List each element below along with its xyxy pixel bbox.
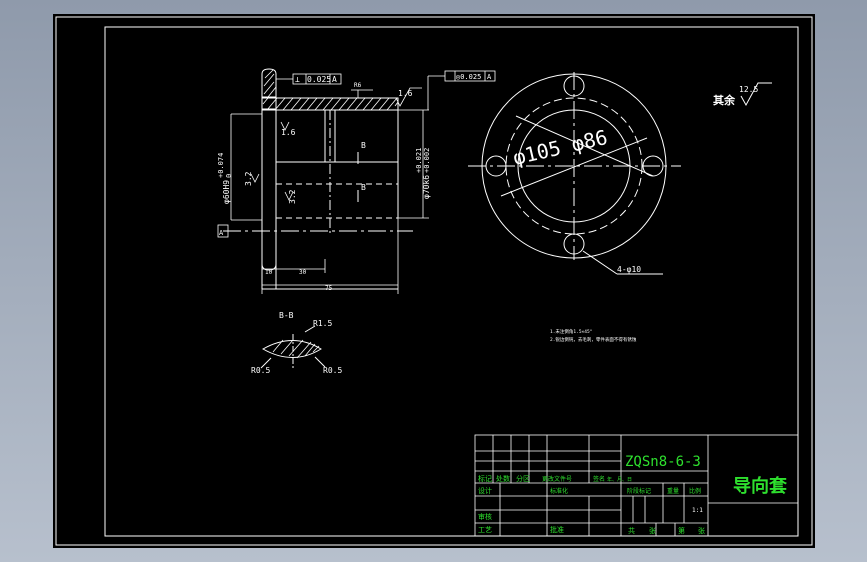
dim-10: 10 [265,269,273,276]
roughness-other-label: 其余 [713,93,736,107]
dim-105: φ105 [511,136,563,170]
r15-label: R1.5 [313,319,332,328]
tb-change-doc: 更改文件号 [542,475,572,483]
dim-od-tol: +0.021 [415,148,423,173]
circularity-value: ◎0.025 [456,73,481,81]
tb-scale-label: 比例 [689,487,701,495]
flatness-datum: A [332,75,337,84]
roughness-face: 3.2 [244,171,253,186]
cad-drawing: ⊥ 0.025 A R6 ◎0.025 A 1.6 1.6 B B A 10 3… [55,16,813,546]
tb-page: 第 [678,526,685,535]
note-1: 1.未注倒角1.5×45° [550,328,593,335]
section-marker-bottom: B [361,183,366,192]
drawing-sheet: ⊥ 0.025 A R6 ◎0.025 A 1.6 1.6 B B A 10 3… [53,14,815,548]
note-2: 2.锐边倒钝，去毛刺，零件表面不得有锈蚀 [550,336,637,343]
tb-check: 审核 [478,512,492,521]
section-bb: B-B R1.5 R0.5 R0.5 [251,311,342,375]
dim-od-tol2: +0.002 [423,148,431,173]
front-labels: ⊥ 0.025 A R6 ◎0.025 A 1.6 1.6 B B A 10 3… [217,73,492,292]
tb-process: 工艺 [478,526,492,534]
roughness-top: 1.6 [398,89,413,98]
tech-notes: 1.未注倒角1.5×45° 2.锐边倒钝，去毛刺，零件表面不得有锈蚀 [550,328,637,343]
dim-bore-tol2: 0 [225,174,233,178]
dim-86: φ86 [569,125,610,157]
tb-date: 年、月、日 [607,476,632,483]
tb-count: 处数 [496,474,510,483]
tb-material: ZQSn8-6-3 [625,454,701,470]
r05-right-label: R0.5 [323,366,342,375]
roughness-other-value: 12.5 [739,85,758,94]
tb-sheets: 共 [628,526,635,535]
tb-part-name: 导向套 [733,475,787,497]
dim-75: 75 [325,285,333,292]
tb-standard: 标准化 [550,487,568,495]
roughness-bore: 1.6 [281,128,296,137]
title-block [474,434,799,537]
inner-frame [104,26,799,537]
tb-design: 设计 [478,486,492,495]
roughness-outer: 3.2 [288,189,297,204]
section-title: B-B [279,311,294,320]
tb-approve: 批准 [550,525,564,534]
tb-mark: 标记 [478,474,492,483]
tb-weight: 重量 [667,487,679,495]
roughness-other: 其余 12.5 [713,82,772,107]
side-labels: φ105 φ86 4-φ10 [511,125,642,274]
circularity-datum: A [487,73,492,81]
title-block-text: 标记 处数 分区 更改文件号 签名 年、月、日 设计 标准化 阶段标记 重量 比… [478,454,787,535]
tb-page-unit: 张 [698,526,705,535]
flatness-symbol: ⊥ [295,75,300,84]
dim-30: 30 [299,269,307,276]
tb-signature: 签名 [593,475,605,483]
r05-left-label: R0.5 [251,366,270,375]
r6-label: R6 [354,82,362,89]
front-dimensions [217,70,496,294]
datum-a: A [219,229,224,237]
tb-sheet: 张 [649,526,656,535]
outer-frame [55,16,813,546]
front-view [223,68,413,290]
section-marker-top: B [361,141,366,150]
flatness-value: 0.025 [307,75,331,84]
side-view [468,72,681,275]
tb-scale: 1:1 [692,507,703,514]
dim-bore: φ60H9 [222,180,231,204]
tb-stage: 阶段标记 [627,487,651,495]
dim-bore-tol: +0.074 [217,153,225,178]
dim-od: φ70k6 [422,175,431,199]
tb-zone: 分区 [516,474,530,483]
holes-label: 4-φ10 [617,265,641,274]
